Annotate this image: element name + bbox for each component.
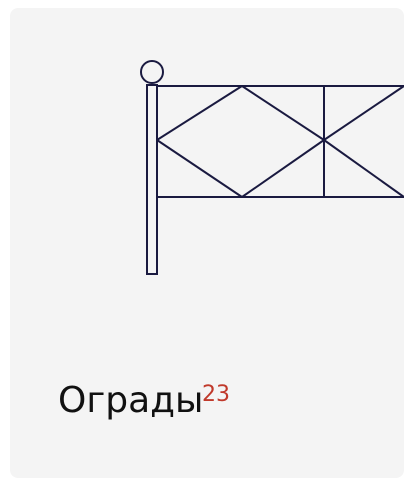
card-title: Ограды [58, 380, 204, 421]
fence-icon [140, 60, 404, 275]
item-count-badge: 23 [202, 382, 230, 407]
category-card-fences[interactable]: Ограды 23 [10, 8, 404, 478]
